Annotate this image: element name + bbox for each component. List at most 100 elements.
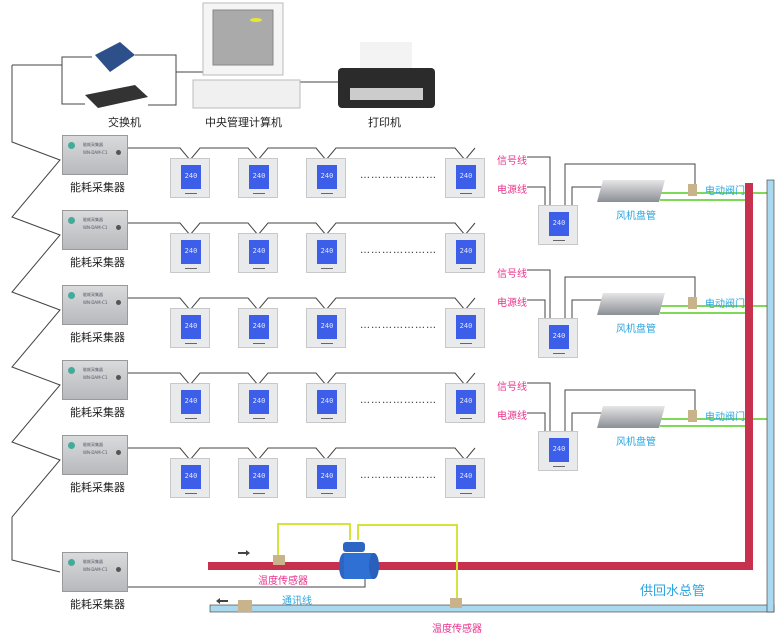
router-icon bbox=[85, 85, 148, 108]
thermostat: 240 bbox=[238, 233, 278, 273]
thermostat: 240 bbox=[170, 233, 210, 273]
fan-coil-icon bbox=[597, 293, 665, 315]
thermostat: 240 bbox=[238, 158, 278, 198]
logo-icon bbox=[68, 292, 75, 299]
thermostat-display: 240 bbox=[181, 465, 201, 489]
thermostat-display: 240 bbox=[456, 390, 476, 414]
unit-wire bbox=[564, 389, 696, 431]
thermostat-brand bbox=[253, 418, 265, 419]
unit-wire bbox=[571, 186, 610, 205]
thermostat-display: 240 bbox=[549, 212, 569, 236]
printer-icon bbox=[338, 42, 435, 108]
collector-plate-title: 能耗采集器 bbox=[83, 217, 103, 222]
thermostat-brand bbox=[253, 493, 265, 494]
fan-coil-label: 风机盘管 bbox=[616, 211, 656, 222]
thermostat-display: 240 bbox=[456, 315, 476, 339]
collector-label: 能耗采集器 bbox=[70, 406, 125, 419]
lock-icon bbox=[116, 300, 121, 305]
sensor-label-supply: 温度传感器 bbox=[258, 576, 308, 587]
thermostat-brand bbox=[253, 193, 265, 194]
thermostat-display: 240 bbox=[317, 165, 337, 189]
signal-line-label: 信号线 bbox=[497, 156, 527, 167]
unit-wire bbox=[527, 156, 551, 205]
unit-wire bbox=[571, 299, 610, 318]
unit-wire bbox=[527, 382, 551, 431]
flow-arrow-left-icon bbox=[216, 598, 228, 604]
thermostat-display: 240 bbox=[456, 165, 476, 189]
thermostat-display: 240 bbox=[181, 315, 201, 339]
signal-line-label: 信号线 bbox=[497, 382, 527, 393]
thermostat-brand bbox=[460, 418, 472, 419]
collector-plate-model: WN-DAM-C1 bbox=[83, 450, 108, 455]
logo-icon bbox=[68, 442, 75, 449]
electric-valve-icon bbox=[688, 410, 697, 422]
logo-icon bbox=[68, 367, 75, 374]
supply-pipe bbox=[208, 562, 753, 570]
collector-plate-model: WN-DAM-C1 bbox=[83, 567, 108, 572]
power-line-label: 电源线 bbox=[497, 298, 527, 309]
thermostat-display: 240 bbox=[249, 315, 269, 339]
collector-plate-title: 能耗采集器 bbox=[83, 442, 103, 447]
thermostat-brand bbox=[460, 343, 472, 344]
signal-line-label: 信号线 bbox=[497, 269, 527, 280]
thermostat-brand bbox=[553, 353, 565, 354]
thermostat: 240 bbox=[170, 383, 210, 423]
valve-label: 电动阀门 bbox=[705, 299, 745, 310]
more-ellipsis: ………………… bbox=[360, 395, 437, 406]
thermostat-brand bbox=[253, 268, 265, 269]
more-ellipsis: ………………… bbox=[360, 245, 437, 256]
thermostat-display: 240 bbox=[249, 165, 269, 189]
more-ellipsis: ………………… bbox=[360, 470, 437, 481]
lock-icon bbox=[116, 150, 121, 155]
fan-coil-icon bbox=[597, 180, 665, 202]
thermostat: 240 bbox=[306, 308, 346, 348]
thermostat-brand bbox=[321, 418, 333, 419]
thermostat-brand bbox=[185, 418, 197, 419]
temperature-sensor-icon bbox=[450, 598, 462, 608]
flow-meter-icon bbox=[339, 542, 379, 579]
power-line-label: 电源线 bbox=[497, 185, 527, 196]
thermostat-display: 240 bbox=[456, 240, 476, 264]
thermostat-display: 240 bbox=[549, 325, 569, 349]
thermostat-brand bbox=[321, 493, 333, 494]
more-ellipsis: ………………… bbox=[360, 170, 437, 181]
thermostat-display: 240 bbox=[317, 315, 337, 339]
collector-label: 能耗采集器 bbox=[70, 598, 125, 611]
thermostat-display: 240 bbox=[181, 390, 201, 414]
thermostat: 240 bbox=[445, 458, 485, 498]
thermostat-brand bbox=[321, 268, 333, 269]
thermostat: 240 bbox=[306, 383, 346, 423]
lock-icon bbox=[116, 225, 121, 230]
thermostat-brand bbox=[185, 493, 197, 494]
electric-valve-icon bbox=[688, 184, 697, 196]
thermostat: 240 bbox=[306, 158, 346, 198]
thermostat: 240 bbox=[538, 318, 578, 358]
computer-label: 中央管理计算机 bbox=[205, 116, 282, 129]
thermostat-brand bbox=[553, 240, 565, 241]
collector-plate-title: 能耗采集器 bbox=[83, 559, 103, 564]
main-pipe-label: 供回水总管 bbox=[640, 584, 706, 599]
thermostat-display: 240 bbox=[456, 465, 476, 489]
flow-arrow-right-icon bbox=[238, 550, 250, 556]
unit-wire bbox=[527, 299, 546, 318]
thermostat: 240 bbox=[445, 383, 485, 423]
thermostat: 240 bbox=[170, 308, 210, 348]
logo-icon bbox=[68, 142, 75, 149]
thermostat: 240 bbox=[238, 458, 278, 498]
unit-wire bbox=[571, 412, 610, 431]
thermostat-display: 240 bbox=[181, 165, 201, 189]
thermostat-display: 240 bbox=[249, 240, 269, 264]
thermostat-brand bbox=[460, 268, 472, 269]
unit-wire bbox=[527, 186, 546, 205]
lock-icon bbox=[116, 375, 121, 380]
thermostat: 240 bbox=[306, 458, 346, 498]
collector-label: 能耗采集器 bbox=[70, 481, 125, 494]
thermostat: 240 bbox=[445, 308, 485, 348]
thermostat-display: 240 bbox=[181, 240, 201, 264]
thermostat-brand bbox=[321, 193, 333, 194]
